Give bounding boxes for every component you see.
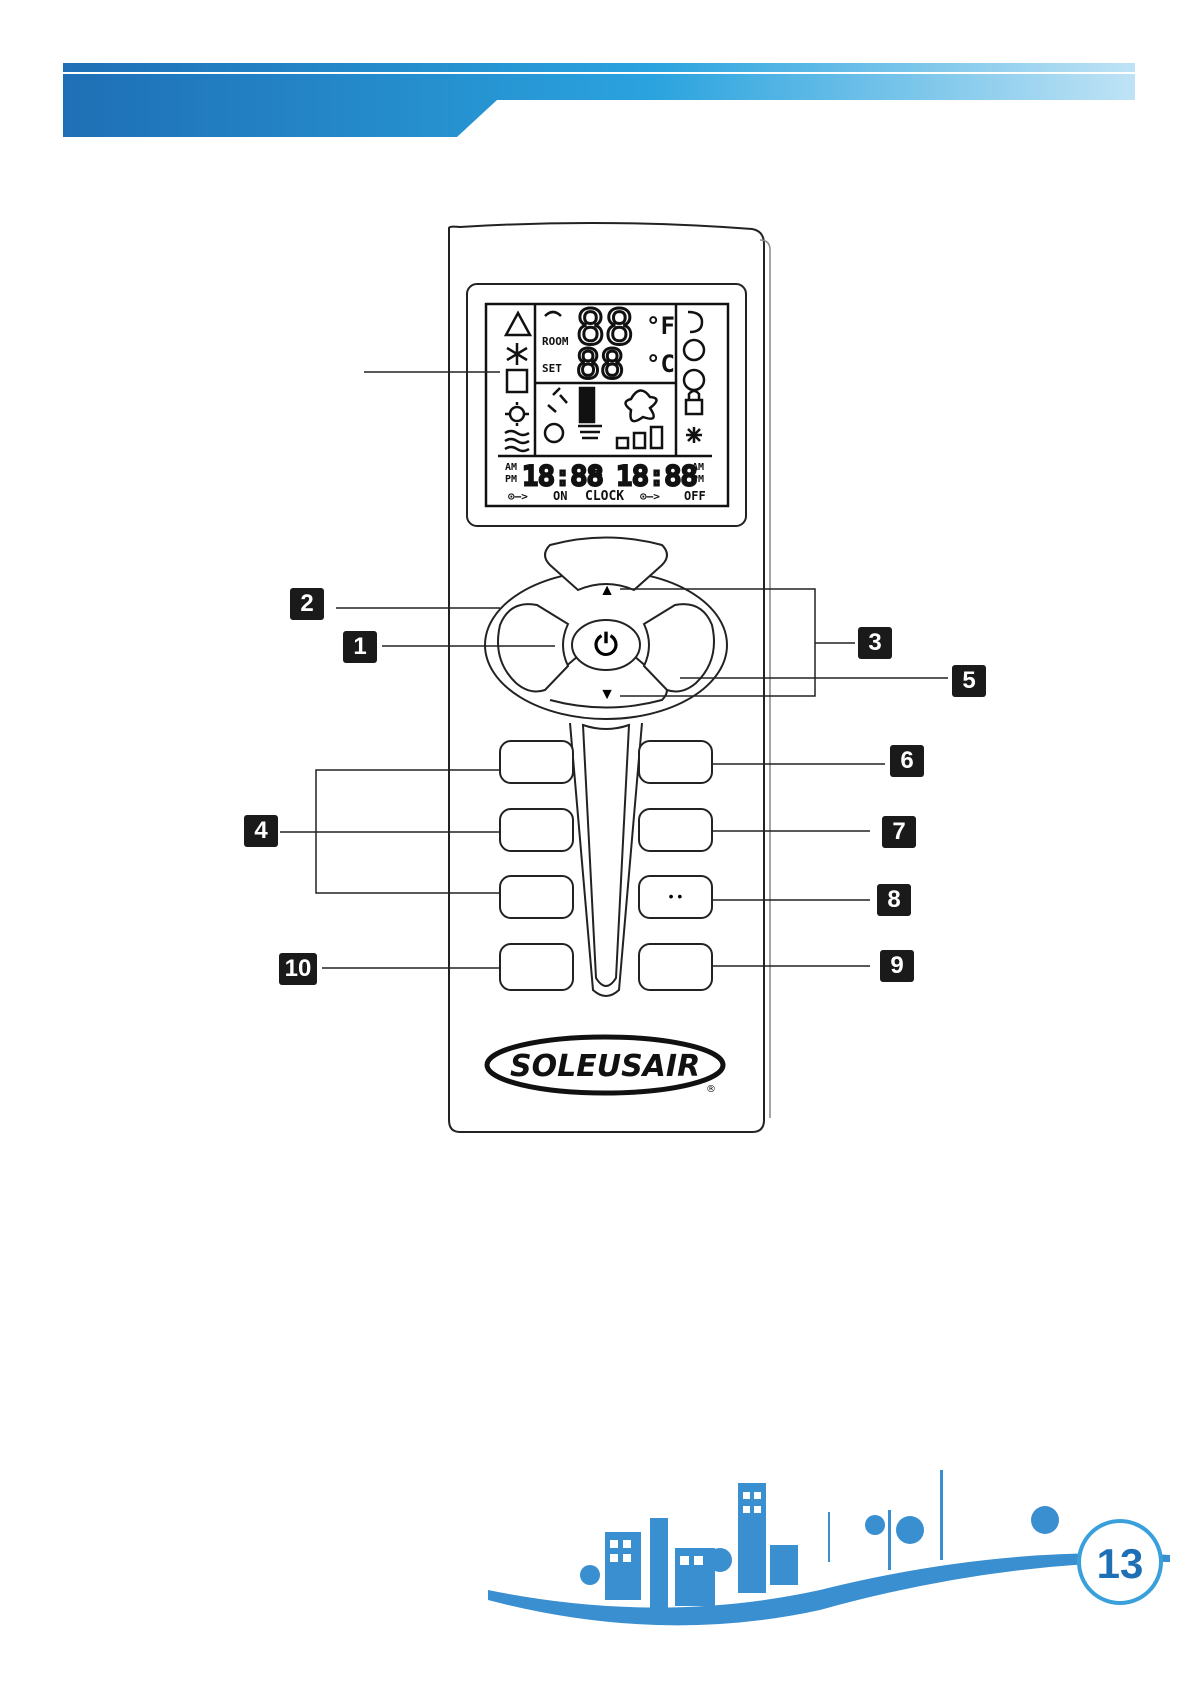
up-button[interactable]: ▲ [582, 578, 632, 604]
left-button-4[interactable] [499, 943, 574, 991]
callout-1: 1 [343, 631, 377, 663]
lcd-label-set: SET [542, 362, 562, 375]
down-button[interactable]: ▼ [582, 682, 632, 708]
right-button-2[interactable] [638, 808, 713, 852]
lcd-unit-c: °C [646, 350, 675, 378]
lcd-clock-label: CLOCK [585, 489, 624, 504]
registered-mark: ® [706, 1084, 716, 1095]
lcd-pm-left: PM [505, 474, 517, 485]
lcd-on-label: ON [553, 489, 567, 503]
lcd-am-right: AM [692, 462, 704, 473]
lcd-set-temp: 88 [576, 342, 624, 388]
lcd-off-label: OFF [684, 489, 706, 503]
left-button-1[interactable] [499, 740, 574, 784]
right-button-3[interactable]: • • [638, 875, 713, 919]
right-button-4[interactable] [638, 943, 713, 991]
callout-9: 9 [880, 950, 914, 982]
callout-2: 2 [290, 588, 324, 620]
left-oval-button[interactable] [498, 606, 563, 690]
callout-4: 4 [244, 815, 278, 847]
right-button-1[interactable] [638, 740, 713, 784]
lcd-label-room: ROOM [542, 335, 569, 348]
soleusair-logo: SOLEUSAIR ® [480, 1030, 730, 1130]
callout-10: 10 [279, 953, 317, 985]
callout-8: 8 [877, 884, 911, 916]
footer-cityscape: 13 [480, 1450, 1192, 1685]
brand-logo-text: SOLEUSAIR [510, 1049, 700, 1084]
lcd-timer-on-icon: ⊙—> [508, 490, 528, 503]
page-number: 13 [1097, 1540, 1144, 1587]
left-button-3[interactable] [499, 875, 574, 919]
lcd-time-right: 18:88 [616, 461, 697, 492]
callout-6: 6 [890, 745, 924, 777]
lcd-unit-f: °F [646, 312, 675, 340]
lcd-am-left: AM [505, 462, 517, 473]
lcd-pm-right: PM [692, 474, 704, 485]
callout-5: 5 [952, 665, 986, 697]
callout-7: 7 [882, 816, 916, 848]
lcd-timer-off-icon: ⊙—> [640, 490, 660, 503]
callout-3: 3 [858, 627, 892, 659]
right-oval-button[interactable] [648, 606, 713, 690]
power-button[interactable]: ⏻ [578, 626, 634, 666]
lcd-swap-arrows: ⇆ [592, 462, 603, 483]
left-button-2[interactable] [499, 808, 574, 852]
